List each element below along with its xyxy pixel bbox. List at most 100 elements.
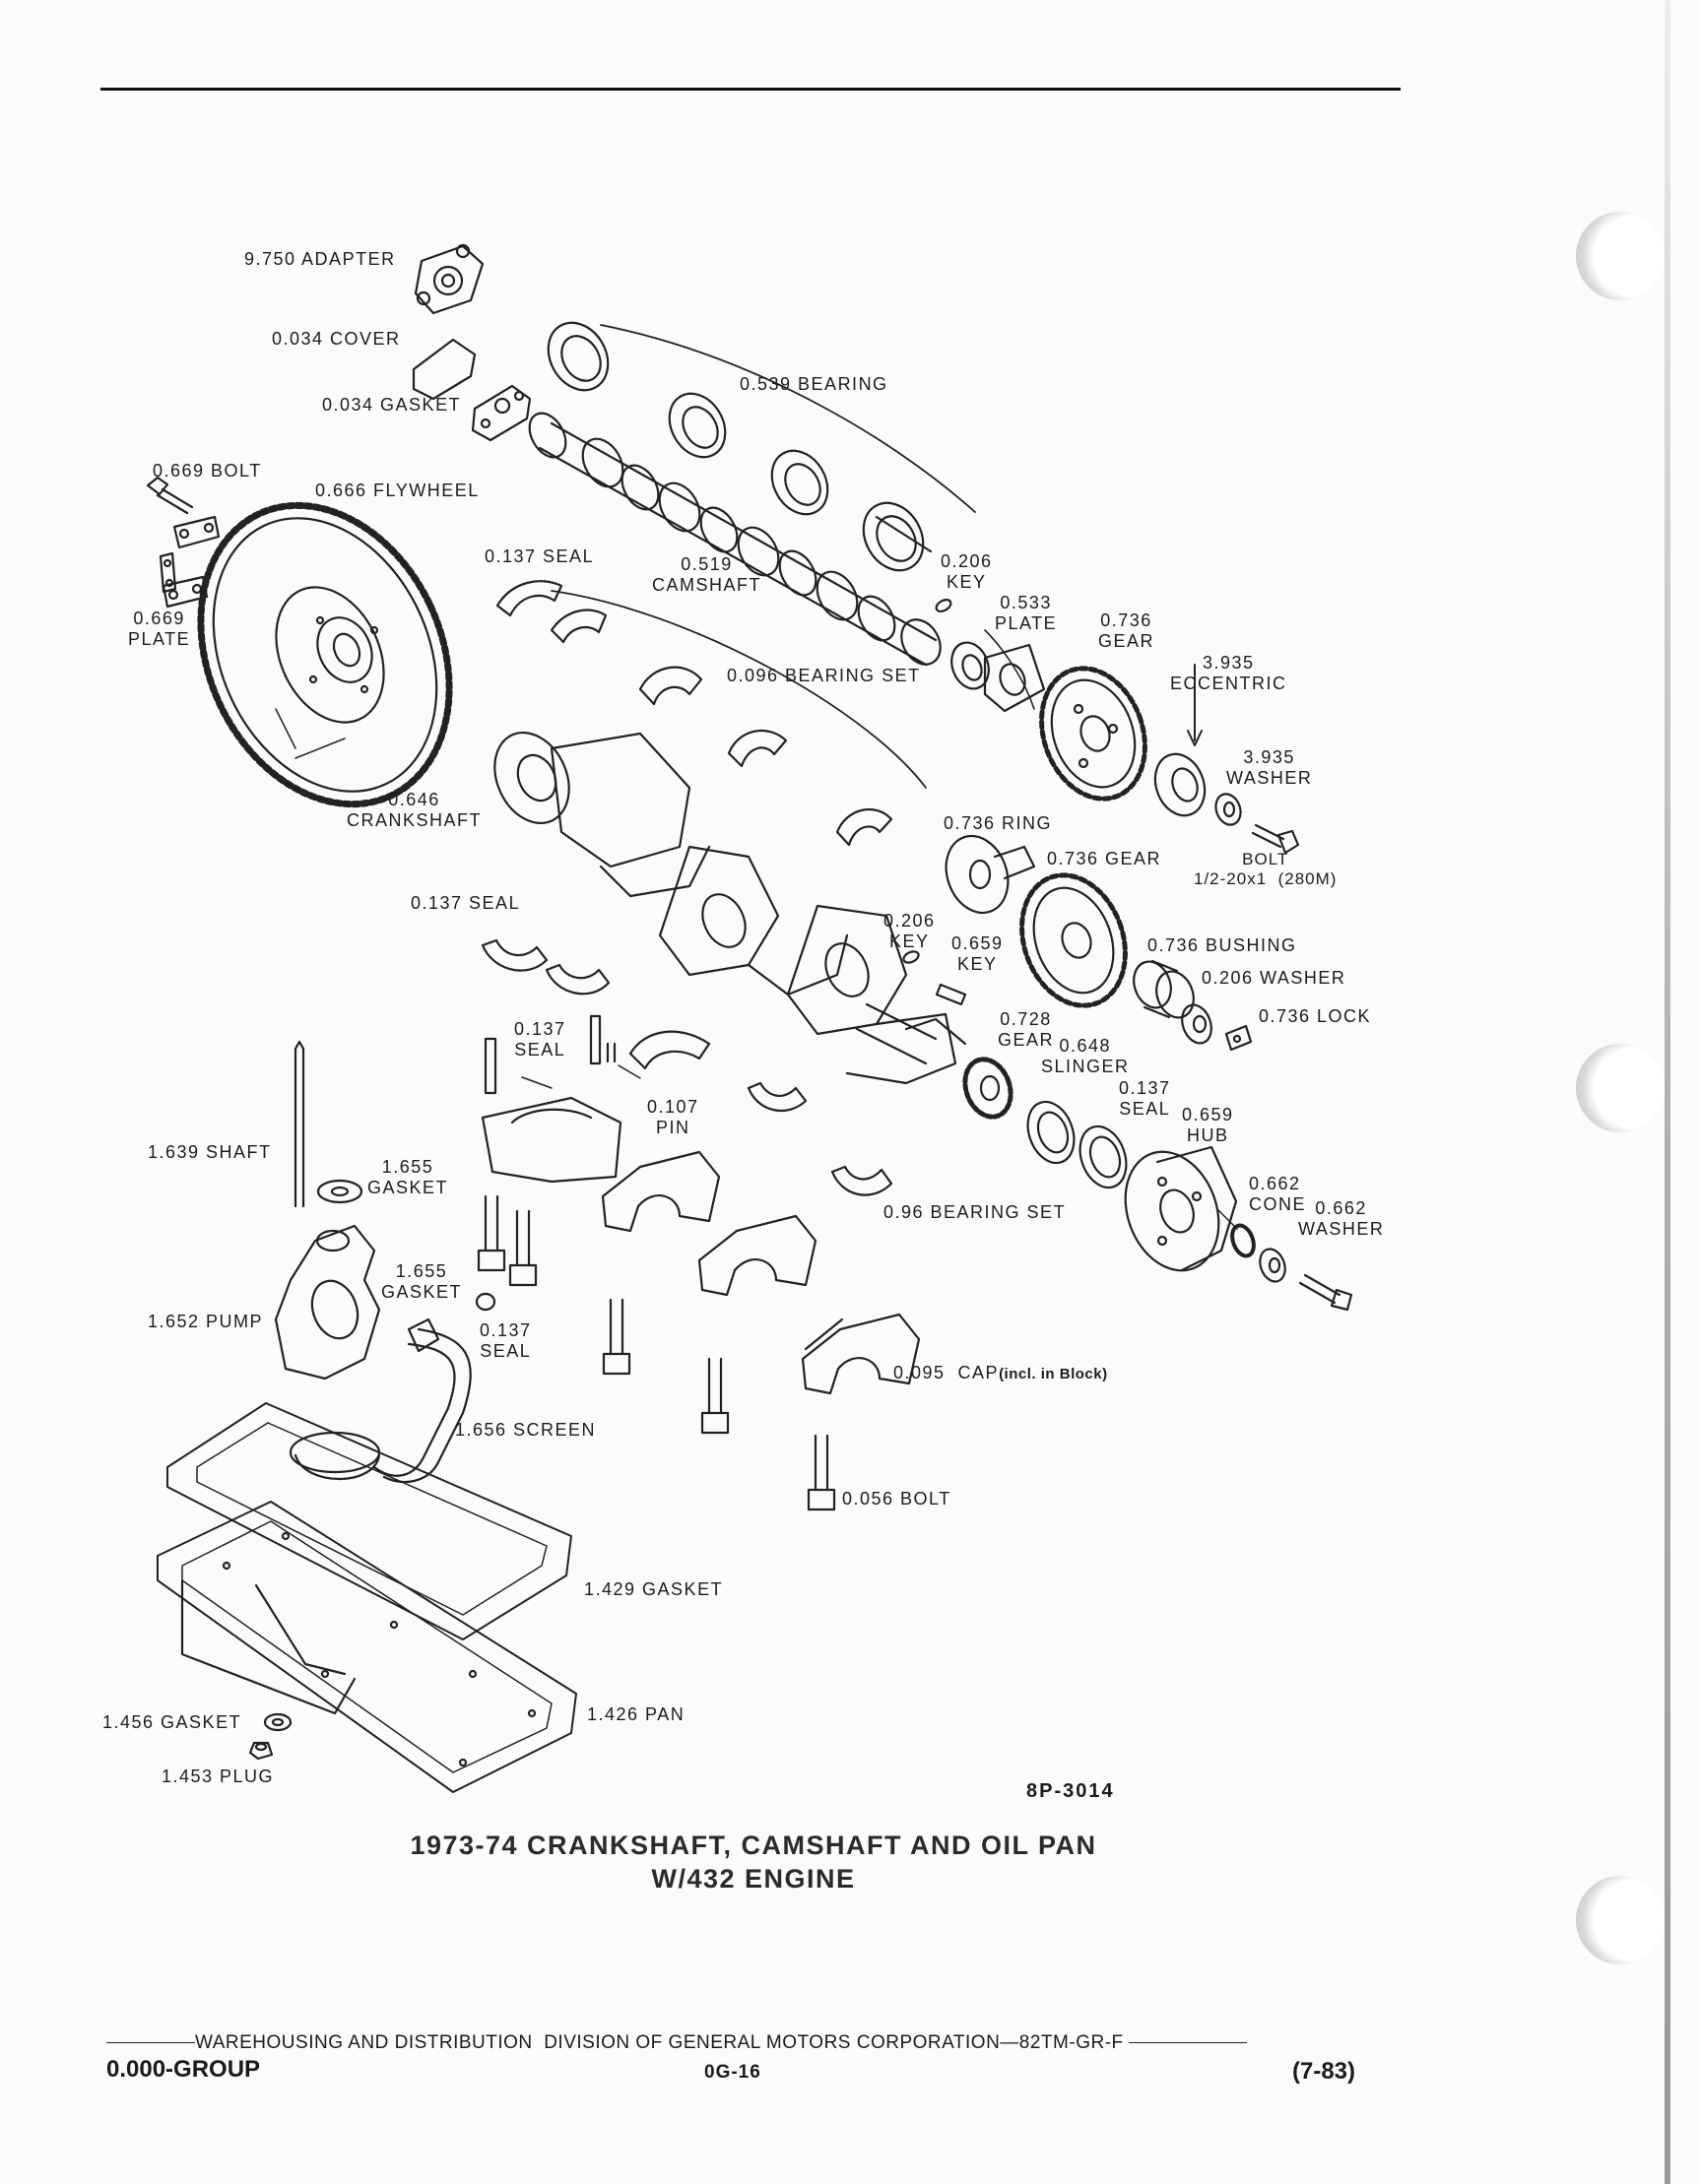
bushing-part [1133, 959, 1195, 1019]
cam-bearing-2 [668, 392, 727, 459]
label-bushing: 0.736 BUSHING [1147, 935, 1297, 955]
cover-part [412, 338, 477, 401]
figure-title-line-1: 1973-74 CRANKSHAFT, CAMSHAFT AND OIL PAN [410, 1831, 1097, 1860]
drain-plug-part [248, 1741, 274, 1761]
top-rule [100, 88, 1401, 91]
side-seal-part [628, 1030, 711, 1070]
footer-group: 0.000-GROUP [106, 2056, 261, 2083]
label-flywheel-bolt: 0.669 BOLT [153, 461, 262, 481]
label-cap-text: 0.095 CAP [893, 1363, 1000, 1382]
ring-part [945, 834, 1036, 915]
page-edge-shadow [1665, 0, 1670, 2184]
label-cap: 0.095 CAP(incl. in Block) [893, 1363, 1108, 1383]
pin-part [606, 1042, 617, 1063]
main-bearing-upper-2 [727, 729, 788, 768]
cam-key-part [935, 599, 952, 612]
eccentric-part [1153, 664, 1207, 817]
lock-part [1224, 1024, 1253, 1052]
label-cam-bolt: BOLT 1/2-20x1 (280M) [1194, 850, 1338, 888]
hub-bolt-part [1298, 1273, 1353, 1312]
label-rear-seal-upper: 0.137 SEAL [485, 546, 595, 566]
footer-dash-right [1129, 2042, 1248, 2044]
label-cone-washer: 0.662 WASHER [1298, 1198, 1385, 1239]
binder-hole-top [1576, 212, 1665, 300]
label-drain-plug: 1.453 PLUG [162, 1766, 275, 1786]
label-crankshaft: 0.646 CRANKSHAFT [347, 790, 483, 830]
label-lock: 0.736 LOCK [1259, 1006, 1372, 1026]
label-bearing-set-upper: 0.096 BEARING SET [727, 666, 921, 685]
pump-shaft-part [294, 1040, 305, 1208]
oil-pan-part [157, 1501, 577, 1793]
pump-seal-part [475, 1292, 496, 1312]
flywheel-plate-1 [172, 515, 221, 549]
crank-key-part [902, 950, 920, 964]
crank-gear-part [962, 1057, 1013, 1120]
main-bolt-2 [508, 1209, 538, 1287]
main-bearing-upper-1 [638, 666, 703, 706]
label-oil-pump: 1.652 PUMP [148, 1312, 264, 1331]
label-cap-note: (incl. in Block) [999, 1366, 1108, 1382]
label-cam-bearing: 0.539 BEARING [740, 374, 888, 394]
figure-code: 8P-3014 [1026, 1780, 1115, 1802]
rear-main-cap-part [481, 1096, 622, 1184]
label-oil-screen: 1.656 SCREEN [455, 1420, 597, 1440]
label-cam-plate: 0.533 PLATE [995, 593, 1058, 633]
cam-gear-part [1039, 666, 1147, 802]
crank-key-2-part [935, 983, 967, 1006]
pan-gasket-part [166, 1402, 572, 1640]
footer-division: WAREHOUSING AND DISTRIBUTION DIVISION OF… [106, 2032, 1248, 2054]
footer-page-number: 0G-16 [704, 2062, 761, 2083]
hub-part [1124, 1145, 1238, 1272]
cam-bearing-1 [547, 321, 610, 392]
gear-washer-part [1181, 1003, 1212, 1045]
camshaft-part [528, 412, 942, 667]
rear-seal-lower-1 [481, 938, 549, 972]
cam-bolt-part [1251, 823, 1300, 855]
label-main-bolt: 0.056 BOLT [842, 1489, 951, 1509]
main-bolt-1 [477, 1194, 506, 1272]
label-pump-gasket: 1.655 GASKET [381, 1261, 463, 1302]
cam-bearing-3 [770, 449, 829, 516]
label-drive-gear: 0.736 GEAR [1047, 849, 1162, 868]
label-eccentric: 3.935 ECCENTRIC [1170, 653, 1287, 693]
main-cap-3 [801, 1313, 921, 1395]
label-oil-pan: 1.426 PAN [587, 1704, 686, 1724]
label-flywheel: 0.666 FLYWHEEL [315, 481, 480, 500]
crankshaft-part [493, 731, 967, 1085]
main-bolt-3 [602, 1298, 631, 1376]
main-bearing-upper-3 [835, 808, 893, 847]
cone-part [1230, 1223, 1256, 1258]
label-drain-gasket: 1.456 GASKET [102, 1712, 242, 1732]
pump-gasket-top-part [316, 1179, 363, 1204]
slinger-part [1026, 1100, 1076, 1165]
footer-division-text: WAREHOUSING AND DISTRIBUTION DIVISION OF… [195, 2032, 1124, 2053]
flywheel-part [197, 501, 453, 808]
label-front-seal: 0.137 SEAL [1119, 1078, 1171, 1119]
label-hub: 0.659 HUB [1182, 1105, 1234, 1145]
main-bearing-lower-2 [830, 1165, 893, 1196]
eccentric-washer-part [1214, 793, 1242, 826]
label-flywheel-plate: 0.669 PLATE [128, 609, 191, 649]
label-pump-gasket-top: 1.655 GASKET [367, 1157, 449, 1197]
label-ring: 0.736 RING [944, 813, 1053, 833]
label-cone: 0.662 CONE [1249, 1174, 1307, 1214]
footer-date: (7-83) [1292, 2058, 1356, 2085]
front-seal-part [1078, 1124, 1128, 1189]
label-pump-seal: 0.137 SEAL [480, 1320, 532, 1361]
label-crank-key: 0.206 KEY [883, 911, 936, 951]
main-bolt-5 [807, 1434, 836, 1511]
label-gear-washer: 0.206 WASHER [1202, 968, 1346, 988]
drain-gasket-part [263, 1712, 293, 1732]
pump-gasket-part [407, 1317, 440, 1353]
cam-plate-part [950, 641, 1046, 713]
label-crank-key-2: 0.659 KEY [951, 933, 1004, 974]
main-cap-2 [697, 1214, 817, 1297]
oil-screen-part [289, 1327, 472, 1484]
label-cam-key: 0.206 KEY [941, 551, 993, 592]
label-side-seal: 0.137 SEAL [514, 1019, 566, 1060]
main-cap-1 [601, 1150, 721, 1233]
label-pan-gasket: 1.429 GASKET [584, 1579, 724, 1599]
cone-washer-part [1259, 1248, 1286, 1283]
